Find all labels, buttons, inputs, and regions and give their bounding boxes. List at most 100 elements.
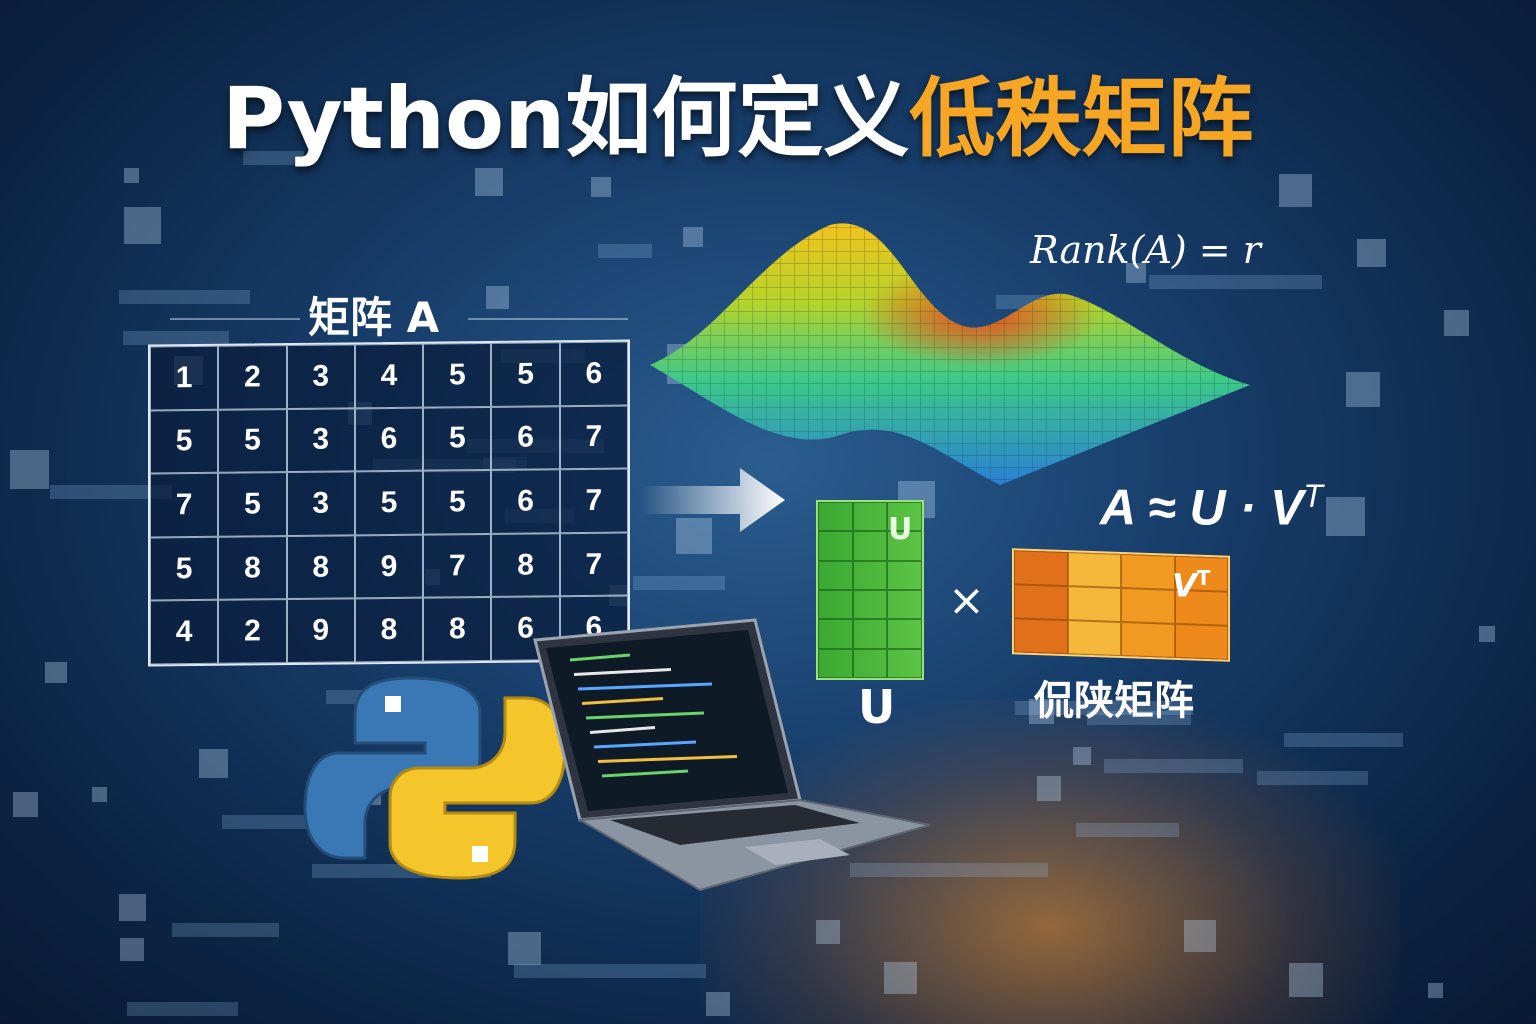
matrix-cell: 4: [150, 600, 219, 665]
background-block: [10, 450, 50, 490]
background-block: [816, 920, 841, 945]
matrix-cell: 2: [218, 599, 287, 664]
u-cell: [887, 619, 922, 649]
u-cell: [852, 531, 888, 561]
background-block: [1283, 733, 1404, 747]
background-block: [1326, 497, 1366, 537]
times-symbol: ×: [948, 575, 985, 626]
u-cell: [818, 502, 853, 532]
background-block: [1126, 262, 1147, 283]
background-block: [706, 992, 730, 1016]
vt-matrix-tag: VT: [1172, 566, 1210, 605]
background-block: [1073, 747, 1092, 766]
page-title: Python如何定义低秩矩阵: [222, 48, 1253, 173]
matrix-cell: 6: [491, 405, 560, 471]
matrix-cell: 5: [150, 536, 219, 601]
background-block: [474, 168, 503, 196]
code-line: [589, 726, 656, 734]
matrix-cell: 8: [354, 598, 424, 663]
vt-cell: [1174, 623, 1228, 660]
vt-tag-base: V: [1172, 566, 1197, 605]
background-block: [1357, 238, 1386, 268]
background-block: [123, 331, 230, 346]
vt-cell: [1014, 550, 1068, 587]
background-block: [124, 168, 140, 183]
background-block: [1428, 982, 1444, 999]
low-rank-label: 侃陕矩阵: [1034, 678, 1194, 724]
background-block: [49, 484, 173, 499]
background-block: [676, 518, 712, 555]
matrix-cell: 5: [423, 470, 492, 535]
matrix-cell: 3: [286, 407, 355, 473]
background-block: [849, 863, 1048, 878]
code-line: [573, 668, 672, 676]
code-line: [569, 653, 631, 662]
u-cell: [852, 590, 888, 620]
background-block: [1443, 310, 1470, 337]
formula-main: A ≈ U · V: [1100, 479, 1304, 536]
code-line: [601, 769, 689, 778]
background-block: [1103, 758, 1243, 773]
matrix-cell: 5: [218, 472, 287, 537]
matrix-cell: 7: [559, 405, 628, 470]
matrix-cell: 5: [423, 342, 492, 408]
matrix-label: 矩阵 A: [308, 293, 440, 342]
rank-formula: Rank(A) = r: [1030, 228, 1261, 272]
code-line: [585, 711, 705, 720]
approx-formula: A ≈ U · VT: [1100, 478, 1323, 537]
background-block: [1478, 626, 1495, 643]
matrix-cell: 3: [286, 344, 355, 409]
matrix-cell: 7: [423, 533, 492, 599]
u-cell: [852, 619, 888, 649]
matrix-cell: 6: [354, 407, 424, 472]
divider: [170, 318, 300, 320]
background-block: [1086, 711, 1191, 726]
background-block: [127, 1001, 239, 1016]
vt-cell: [1067, 586, 1121, 622]
background-block: [171, 923, 280, 938]
background-block: [221, 814, 315, 829]
matrix-cell: 7: [150, 472, 219, 538]
u-cell: [818, 619, 853, 649]
matrix-cell: 4: [354, 343, 424, 408]
background-block: [242, 150, 305, 165]
code-line: [581, 697, 664, 705]
u-cell: [818, 531, 853, 561]
u-cell: [887, 648, 922, 678]
matrix-cell: 5: [423, 406, 492, 471]
background-block: [485, 285, 509, 309]
background-block: [1183, 919, 1217, 953]
code-line: [593, 740, 697, 749]
background-block: [120, 938, 144, 962]
background-block: [682, 227, 703, 247]
background-block: [591, 177, 612, 198]
u-cell: [887, 560, 922, 590]
background-block: [92, 787, 107, 802]
background-block: [884, 961, 918, 995]
u-cell: [818, 648, 853, 678]
surface-plot: [650, 223, 1250, 486]
matrix-cell: 8: [423, 597, 492, 662]
vt-cell: [1121, 622, 1175, 658]
title-main: Python如何定义: [222, 69, 910, 169]
divider: [468, 318, 628, 320]
background-block: [513, 963, 706, 978]
u-cell: [887, 531, 922, 561]
matrix-cell: 5: [150, 409, 219, 474]
background-block: [12, 792, 38, 818]
code-line: [597, 755, 738, 763]
vt-cell: [1067, 552, 1121, 588]
u-cell: [818, 590, 853, 620]
background-block: [507, 932, 541, 966]
background-block: [1279, 174, 1313, 208]
u-cell: [852, 502, 888, 532]
matrix-cell: 5: [491, 342, 560, 407]
background-block: [124, 207, 162, 245]
vt-cell: [1014, 618, 1068, 655]
python-logo: [303, 676, 567, 880]
background-block: [1257, 770, 1369, 785]
background-block: [1036, 776, 1062, 801]
background-block: [44, 661, 67, 684]
vt-cell: [1014, 584, 1068, 621]
background-block: [118, 894, 146, 922]
